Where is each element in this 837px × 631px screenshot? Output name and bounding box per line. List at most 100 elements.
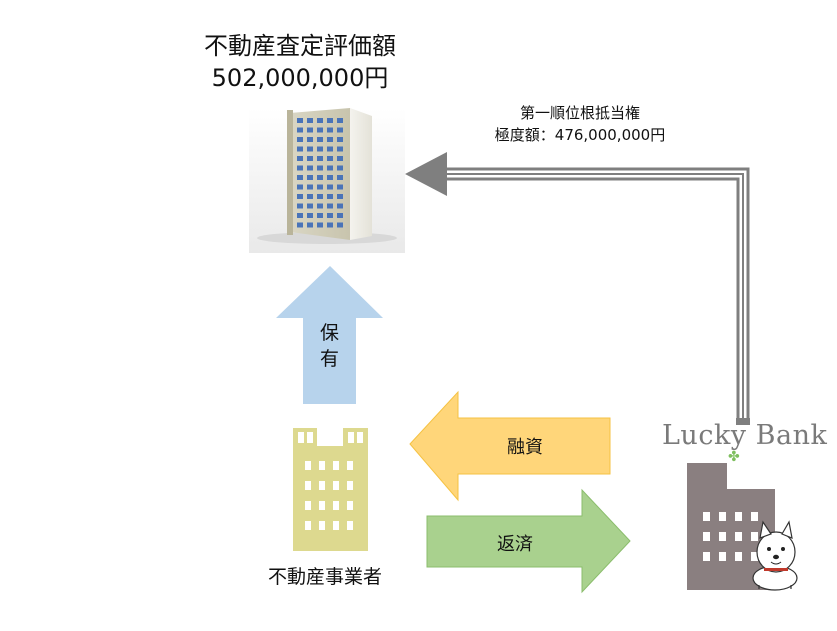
window-icon	[347, 521, 353, 530]
window-icon	[735, 512, 742, 521]
window-icon	[327, 175, 333, 180]
window-icon	[297, 184, 303, 190]
window-icon	[333, 461, 339, 470]
property-tower-icon	[249, 108, 405, 253]
window-icon	[297, 146, 303, 152]
window-icon	[317, 118, 323, 123]
window-icon	[337, 222, 343, 228]
window-icon	[337, 184, 343, 190]
window-icon	[735, 552, 742, 561]
owner-label: 不動産事業者	[267, 566, 382, 588]
window-icon	[307, 222, 313, 228]
window-icon	[307, 156, 313, 161]
repay-arrow	[426, 488, 631, 594]
window-icon	[317, 175, 323, 180]
window-icon	[297, 137, 303, 142]
window-icon	[317, 146, 323, 152]
window-icon	[337, 156, 343, 161]
window-icon	[297, 194, 303, 199]
window-icon	[317, 213, 323, 218]
window-icon	[703, 552, 710, 561]
window-icon	[317, 165, 323, 171]
window-icon	[297, 213, 303, 218]
window-icon	[347, 501, 353, 510]
window-icon	[337, 127, 343, 133]
window-icon	[337, 165, 343, 171]
window-icon	[319, 481, 325, 490]
window-icon	[337, 146, 343, 152]
lien-label: 第一順位根抵当権 極度額：476,000,000円	[450, 102, 710, 146]
window-icon	[719, 552, 726, 561]
window-icon	[327, 222, 333, 228]
window-icon	[333, 481, 339, 490]
window-icon	[735, 532, 742, 541]
window-icon	[327, 203, 333, 209]
window-icon	[307, 165, 313, 171]
window-icon	[333, 501, 339, 510]
window-icon	[317, 222, 323, 228]
window-icon	[297, 118, 303, 123]
dog-mascot-icon	[752, 520, 798, 591]
window-icon	[297, 203, 303, 209]
window-icon	[317, 137, 323, 142]
window-icon	[319, 521, 325, 530]
window-icon	[327, 184, 333, 190]
window-icon	[307, 118, 313, 123]
hold-char-1: 保	[319, 322, 339, 344]
repay-arrow-label: 返済	[497, 534, 533, 555]
window-icon	[297, 156, 303, 161]
window-icon	[317, 184, 323, 190]
window-icon	[751, 512, 758, 521]
window-icon	[337, 194, 343, 199]
window-icon	[319, 501, 325, 510]
window-icon	[327, 146, 333, 152]
window-icon	[305, 521, 311, 530]
window-icon	[333, 521, 339, 530]
window-icon	[307, 127, 313, 133]
window-icon	[719, 532, 726, 541]
window-icon	[297, 175, 303, 180]
window-icon	[327, 213, 333, 218]
window-icon	[307, 175, 313, 180]
window-icon	[703, 512, 710, 521]
hold-arrow	[276, 266, 383, 404]
window-icon	[307, 203, 313, 209]
window-icon	[337, 137, 343, 142]
hold-arrow-label: 保 有	[303, 320, 356, 372]
window-icon	[337, 203, 343, 209]
window-icon	[307, 146, 313, 152]
window-icon	[327, 127, 333, 133]
lien-max-amount: 極度額：476,000,000円	[494, 126, 666, 144]
window-icon	[305, 501, 311, 510]
window-icon	[337, 213, 343, 218]
window-icon	[327, 118, 333, 123]
window-icon	[327, 165, 333, 171]
window-icon	[317, 156, 323, 161]
window-icon	[347, 461, 353, 470]
hold-char-2: 有	[319, 348, 339, 370]
window-icon	[751, 532, 758, 541]
window-icon	[305, 481, 311, 490]
valuation-label: 不動産査定評価額	[204, 32, 396, 60]
window-icon	[337, 118, 343, 123]
window-icon	[347, 481, 353, 490]
window-icon	[307, 137, 313, 142]
lien-type: 第一順位根抵当権	[519, 104, 640, 122]
window-icon	[703, 532, 710, 541]
window-icon	[337, 175, 343, 180]
window-icon	[297, 222, 303, 228]
window-icon	[719, 512, 726, 521]
window-icon	[297, 127, 303, 133]
window-icon	[307, 184, 313, 190]
window-icon	[327, 156, 333, 161]
lien-arrow	[405, 152, 750, 425]
window-icon	[751, 552, 758, 561]
window-icon	[319, 461, 325, 470]
window-icon	[317, 194, 323, 199]
loan-arrow	[409, 390, 611, 502]
window-icon	[317, 127, 323, 133]
window-icon	[305, 461, 311, 470]
valuation-amount: 502,000,000円	[211, 64, 389, 92]
window-icon	[297, 165, 303, 171]
